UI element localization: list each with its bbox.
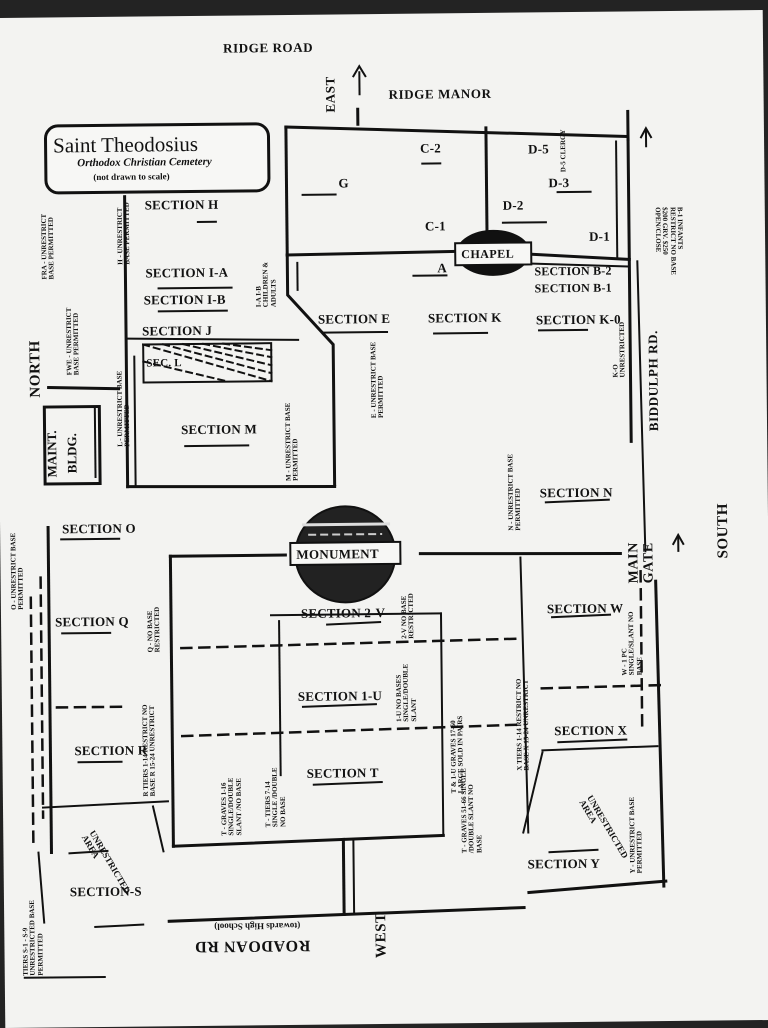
section-d-1: D-1 [588, 228, 610, 244]
south-label: SOUTH [714, 502, 732, 559]
biddulph-rd-label: BIDDULPH RD. [645, 329, 662, 432]
map-title-box: Saint Theodosius Orthodox Christian Ceme… [43, 122, 271, 195]
chapel-label: CHAPEL [461, 246, 515, 262]
ridge-manor-label: RIDGE MANOR [388, 85, 492, 102]
section-t: SECTION T [306, 765, 379, 781]
note-k-0: K-O UNRESTRICTED [611, 321, 627, 378]
note-2-v: 2-V NO BASE RESTRICTED [399, 593, 416, 639]
section-j: SECTION J [141, 322, 213, 339]
section-d-3: D-3 [548, 175, 570, 191]
cemetery-subtitle: Orthodox Christian Cemetery [77, 155, 212, 170]
section-d-2: D-2 [502, 197, 524, 213]
note-h: H - UNRESTRICT BASE PERMITTED [115, 202, 132, 265]
west-label: WEST [373, 912, 390, 959]
section-o: SECTION O [62, 520, 136, 537]
note-1-u: 1-U NO BASES SINGLE/DOUBLE SLANT [394, 663, 418, 722]
section-h: SECTION H [144, 196, 219, 213]
section-i-a: SECTION I-A [145, 264, 229, 281]
note-b-1: B-1 INFANTS RESTRICT NO BASE $200 GRV. $… [653, 206, 685, 275]
section-k: SECTION K [427, 309, 502, 326]
section-a: A [437, 260, 448, 276]
note-o: O - UNRESTRICT BASE PERMITTED [9, 532, 26, 610]
bldg-label: BLDG. [64, 433, 80, 474]
towards-high-school-label: (towards High School) [214, 920, 301, 932]
section-k-0: SECTION K-0 [535, 311, 621, 328]
note-t-graves-1-16: T - GRAVES 1-16 SINGLE/DOUBLE SLANT /NO … [219, 777, 243, 836]
maint-label: MAINT. [44, 430, 60, 478]
section-c-1: C-1 [424, 218, 446, 234]
north-label: NORTH [27, 340, 44, 398]
section-i-b: SECTION I-B [143, 291, 226, 308]
section-x: SECTION X [554, 722, 628, 739]
ridge-road-label: RIDGE ROAD [222, 39, 314, 56]
note-w: W - 1 PC SINGLE/SLANT NO BASE [620, 611, 644, 676]
section-r: SECTION R [74, 742, 148, 759]
section-n: SECTION N [539, 484, 613, 501]
roadoan-rd-label: ROADOAN RD [194, 936, 311, 956]
note-n: N - UNRESTRICT BASE PERMITTED [506, 453, 523, 531]
note-r: R TIERS 1-14 RESTRICT NO BASE R 15-24 UN… [140, 704, 158, 797]
section-m: SECTION M [180, 421, 257, 438]
cemetery-map-sheet: Saint Theodosius Orthodox Christian Ceme… [0, 10, 768, 1028]
note-fwe: FWE - UNRESTRICT BASE PERMITTED [64, 307, 81, 376]
section-w: SECTION W [546, 600, 624, 617]
cemetery-name: Saint Theodosius [52, 131, 199, 158]
note-s: TIERS S-1 - S-9 UNRESTRICTED BASE PERMIT… [21, 899, 45, 976]
section-1-u: SECTION 1-U [297, 688, 383, 704]
note-fra: FRA - UNRESTRICT BASE PERMITTED [39, 213, 56, 280]
section-d-5: D-5 [528, 141, 550, 157]
section-y: SECTION Y [527, 855, 601, 872]
section-l: SEC. L [146, 357, 182, 370]
section-b-1: SECTION B-1 [534, 280, 612, 296]
note-t-1u-graves: T & 1-U GRAVES 17-50 LARGE SOLD IN PAIRS [449, 715, 466, 794]
section-2-v: SECTION 2-V [300, 604, 386, 621]
monument-label: MONUMENT [296, 546, 380, 562]
main-gate-label: MAIN GATE [626, 542, 658, 584]
section-c-2: C-2 [420, 140, 442, 156]
note-t-tiers-7-14: T - TIERS 7-14 SINGLE /DOUBLE NO BASE [263, 767, 287, 828]
section-e: SECTION E [317, 310, 391, 327]
note-d-5: D-5 CLERGY [558, 129, 568, 173]
east-label-top: EAST [322, 76, 338, 113]
note-l: L - UNRESTRICT BASE PERMITTED [115, 370, 132, 447]
section-g: G [338, 175, 349, 191]
note-e: E - UNRESTRICT BASE PERMITTED [369, 341, 386, 419]
scale-note: (not drawn to scale) [93, 171, 170, 183]
note-x: X TIERS 1-14 RESTRICT NO BASE X 15-24 UN… [514, 678, 531, 771]
section-q: SECTION Q [54, 613, 129, 630]
section-b-2: SECTION B-2 [534, 263, 612, 279]
note-m: M - UNRESTRICT BASE PERMITTED [283, 402, 300, 482]
note-q: Q - NO BASE RESTRICTED [145, 606, 162, 653]
map-lines [23, 64, 685, 979]
note-i: I-A I-B CHILDREN & ADULTS [254, 261, 278, 308]
